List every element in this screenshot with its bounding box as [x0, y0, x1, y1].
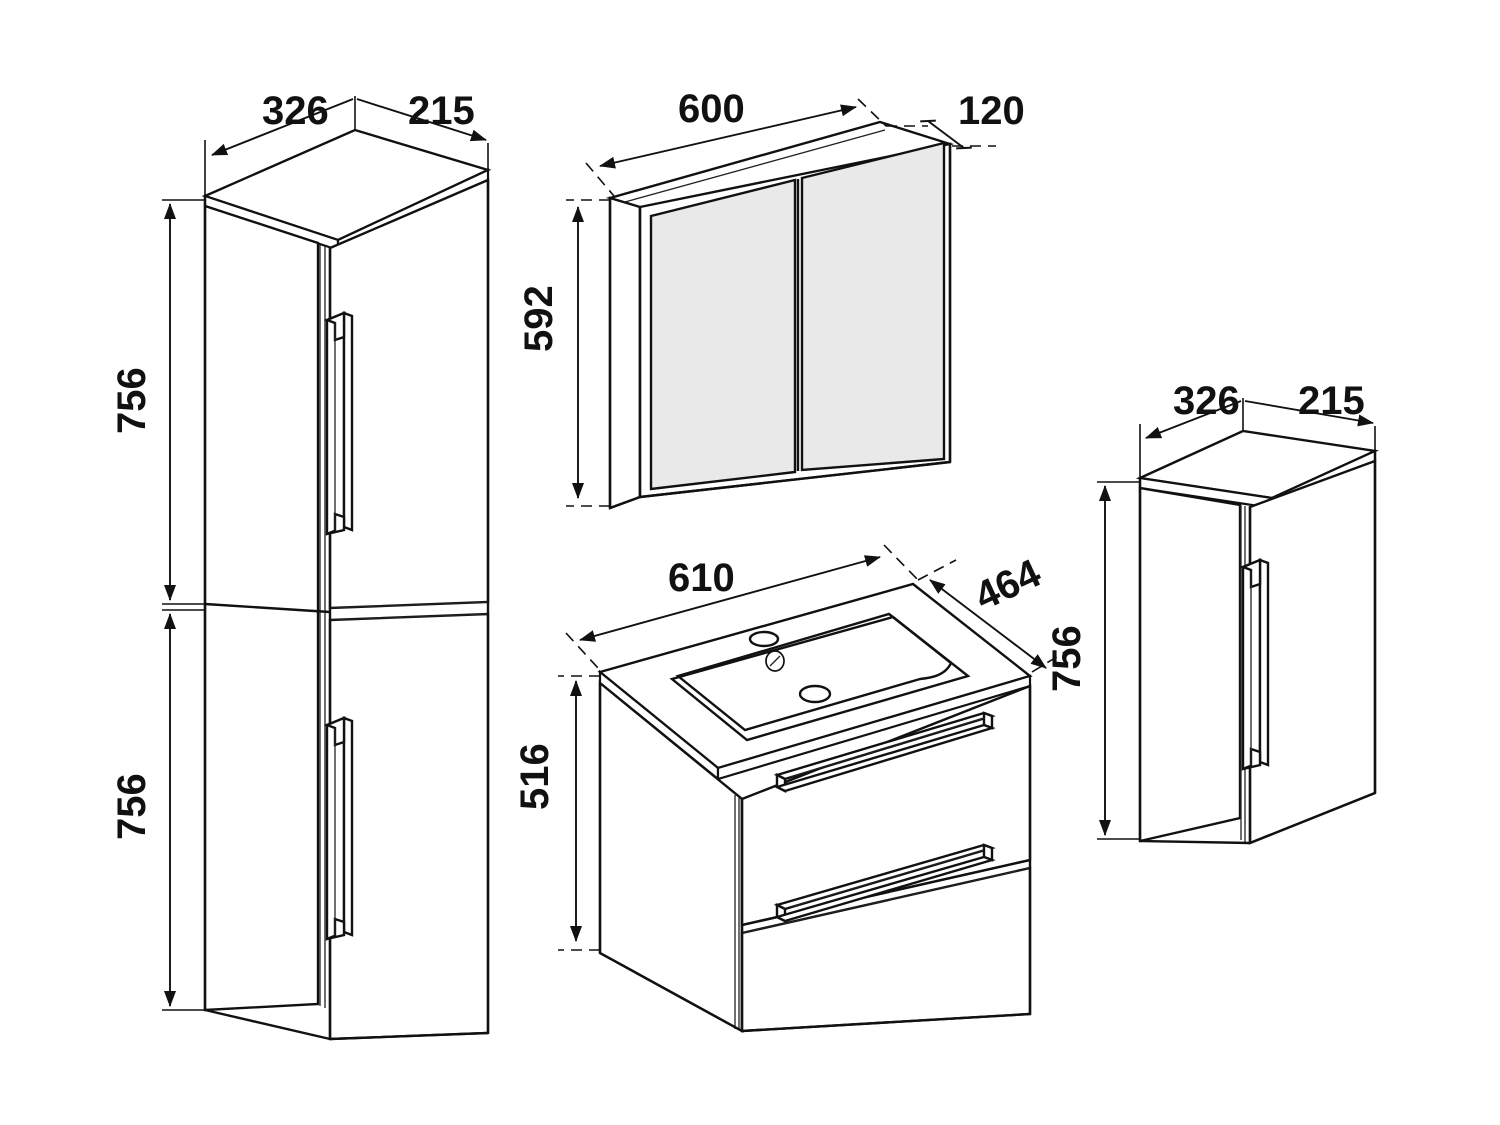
tall-326-label: 326 [262, 89, 329, 133]
mirror-door-right[interactable] [800, 141, 946, 472]
wall-326-dimline [1145, 400, 1242, 439]
vanity-bottom-drawer-handle[interactable] [773, 843, 996, 923]
wall-cabinet-left-side [1138, 486, 1242, 843]
vanity-overflow-hole [765, 650, 785, 672]
wall-cabinet-bottom-left [1139, 839, 1251, 845]
mirror-120-dimline [920, 119, 972, 150]
vanity-drawer-gap-bottom [741, 867, 1031, 934]
vanity-drain-hole [798, 684, 832, 704]
mirror-592-label: 592 [517, 285, 561, 352]
wall-cabinet-bottom-front [1249, 791, 1376, 845]
mirror-cabinet-left-side [608, 196, 642, 510]
wall-cabinet-door-handle[interactable] [1239, 558, 1270, 771]
tall-cabinet-door-gap-bottom [329, 613, 489, 621]
mirror-120-label: 120 [958, 89, 1025, 133]
vanity-unit-drawing: 610 464 516 [513, 544, 1069, 1034]
vanity-610-ext-right [883, 544, 919, 581]
mirror-600-dimline [599, 104, 857, 169]
vanity-610-ext-left [565, 632, 599, 669]
vanity-516-label: 516 [513, 743, 557, 810]
tall-cabinet-upper-handle[interactable] [323, 311, 354, 536]
tall-cabinet-bottom-front [329, 1031, 489, 1041]
mirror-600-ext-right [857, 98, 887, 127]
wall-756-label: 756 [1045, 625, 1089, 692]
tall-215-label: 215 [408, 89, 475, 133]
vanity-464-ext-a [917, 559, 957, 581]
mirror-cabinet-bottom-left [609, 495, 641, 510]
wall-326-label: 326 [1173, 379, 1240, 423]
tall-756-lower-label: 756 [110, 773, 154, 840]
tall-cabinet-mid-division [204, 602, 331, 614]
tall-215-dimline [356, 98, 487, 142]
wall-cabinet-drawing: 326 215 756 [1045, 379, 1380, 845]
mirror-cabinet-drawing: 600 120 592 [517, 87, 1025, 510]
vanity-overflow-slot [769, 655, 781, 667]
wall-215-label: 215 [1298, 379, 1365, 423]
mirror-600-label: 600 [678, 87, 745, 131]
vanity-610-label: 610 [668, 556, 735, 600]
vanity-464-label: 464 [968, 551, 1048, 619]
tall-cabinet-lower-handle[interactable] [323, 716, 354, 941]
tall-cabinet-bottom-left [204, 1008, 331, 1041]
tall-cabinet-drawing: 326 215 756 756 [110, 89, 492, 1041]
tall-cabinet-door-gap-top [329, 601, 489, 609]
vanity-464-dimline [929, 579, 1047, 669]
tall-326-dimline [211, 98, 354, 156]
vanity-bottom-front [741, 1012, 1031, 1033]
mirror-door-left[interactable] [649, 178, 797, 491]
wall-215-dimline [1244, 400, 1374, 427]
vanity-610-dimline [579, 555, 881, 642]
mirror-cabinet-bottom-front [639, 460, 951, 499]
mirror-600-ext-left [585, 162, 615, 197]
tall-cabinet-lower-door [328, 612, 490, 1041]
tall-756-upper-label: 756 [110, 367, 154, 434]
vanity-bottom-left [599, 951, 743, 1033]
tall-cabinet-upper-door [328, 178, 490, 610]
vanity-top-drawer-handle[interactable] [773, 711, 996, 793]
